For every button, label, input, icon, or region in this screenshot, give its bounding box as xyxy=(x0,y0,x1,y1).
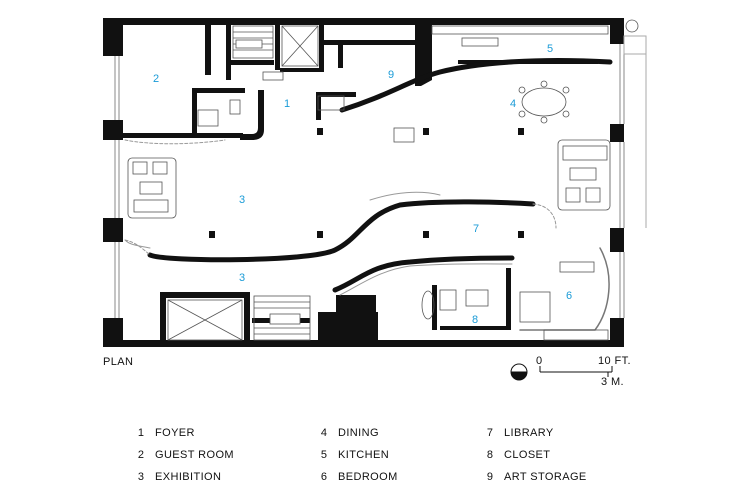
legend-number: 4 xyxy=(320,427,327,439)
scale-meters-label: 3 M. xyxy=(601,376,624,388)
scale-bar xyxy=(539,366,613,377)
room-number: 8 xyxy=(472,314,478,326)
legend-number: 9 xyxy=(486,471,493,483)
legend-name: EXHIBITION xyxy=(155,471,222,483)
room-numbers: 1 2 3 3 4 5 6 7 8 9 xyxy=(153,43,572,326)
scale-zero-label: 0 xyxy=(536,355,543,367)
room-number: 5 xyxy=(547,43,553,55)
legend-name: FOYER xyxy=(155,427,195,439)
legend-name: BEDROOM xyxy=(338,471,398,483)
furniture xyxy=(127,19,639,341)
legend-name: CLOSET xyxy=(504,449,551,461)
legend-number: 2 xyxy=(137,449,144,461)
stairs-elevators xyxy=(167,25,319,341)
north-arrow-icon xyxy=(510,363,528,381)
legend-name: ART STORAGE xyxy=(504,471,587,483)
legend-number: 3 xyxy=(137,471,144,483)
legend-name: KITCHEN xyxy=(338,449,390,461)
room-number: 1 xyxy=(284,98,290,110)
legend-name: GUEST ROOM xyxy=(155,449,234,461)
room-number: 9 xyxy=(388,69,394,81)
room-number: 7 xyxy=(473,223,479,235)
legend-number: 1 xyxy=(137,427,144,439)
legend-number: 7 xyxy=(486,427,493,439)
legend-name: DINING xyxy=(338,427,379,439)
curved-walls xyxy=(124,57,613,331)
legend-number: 6 xyxy=(320,471,327,483)
plan-label: PLAN xyxy=(103,356,134,368)
legend-number: 8 xyxy=(486,449,493,461)
legend-number: 5 xyxy=(320,449,327,461)
interior-walls xyxy=(123,25,598,347)
scale-feet-label: 10 FT. xyxy=(598,355,631,367)
room-number: 6 xyxy=(566,290,572,302)
windows xyxy=(114,35,647,318)
room-number: 3 xyxy=(239,272,245,284)
legend-name: LIBRARY xyxy=(504,427,554,439)
room-number: 4 xyxy=(510,98,516,110)
room-number: 2 xyxy=(153,73,159,85)
room-number: 3 xyxy=(239,194,245,206)
